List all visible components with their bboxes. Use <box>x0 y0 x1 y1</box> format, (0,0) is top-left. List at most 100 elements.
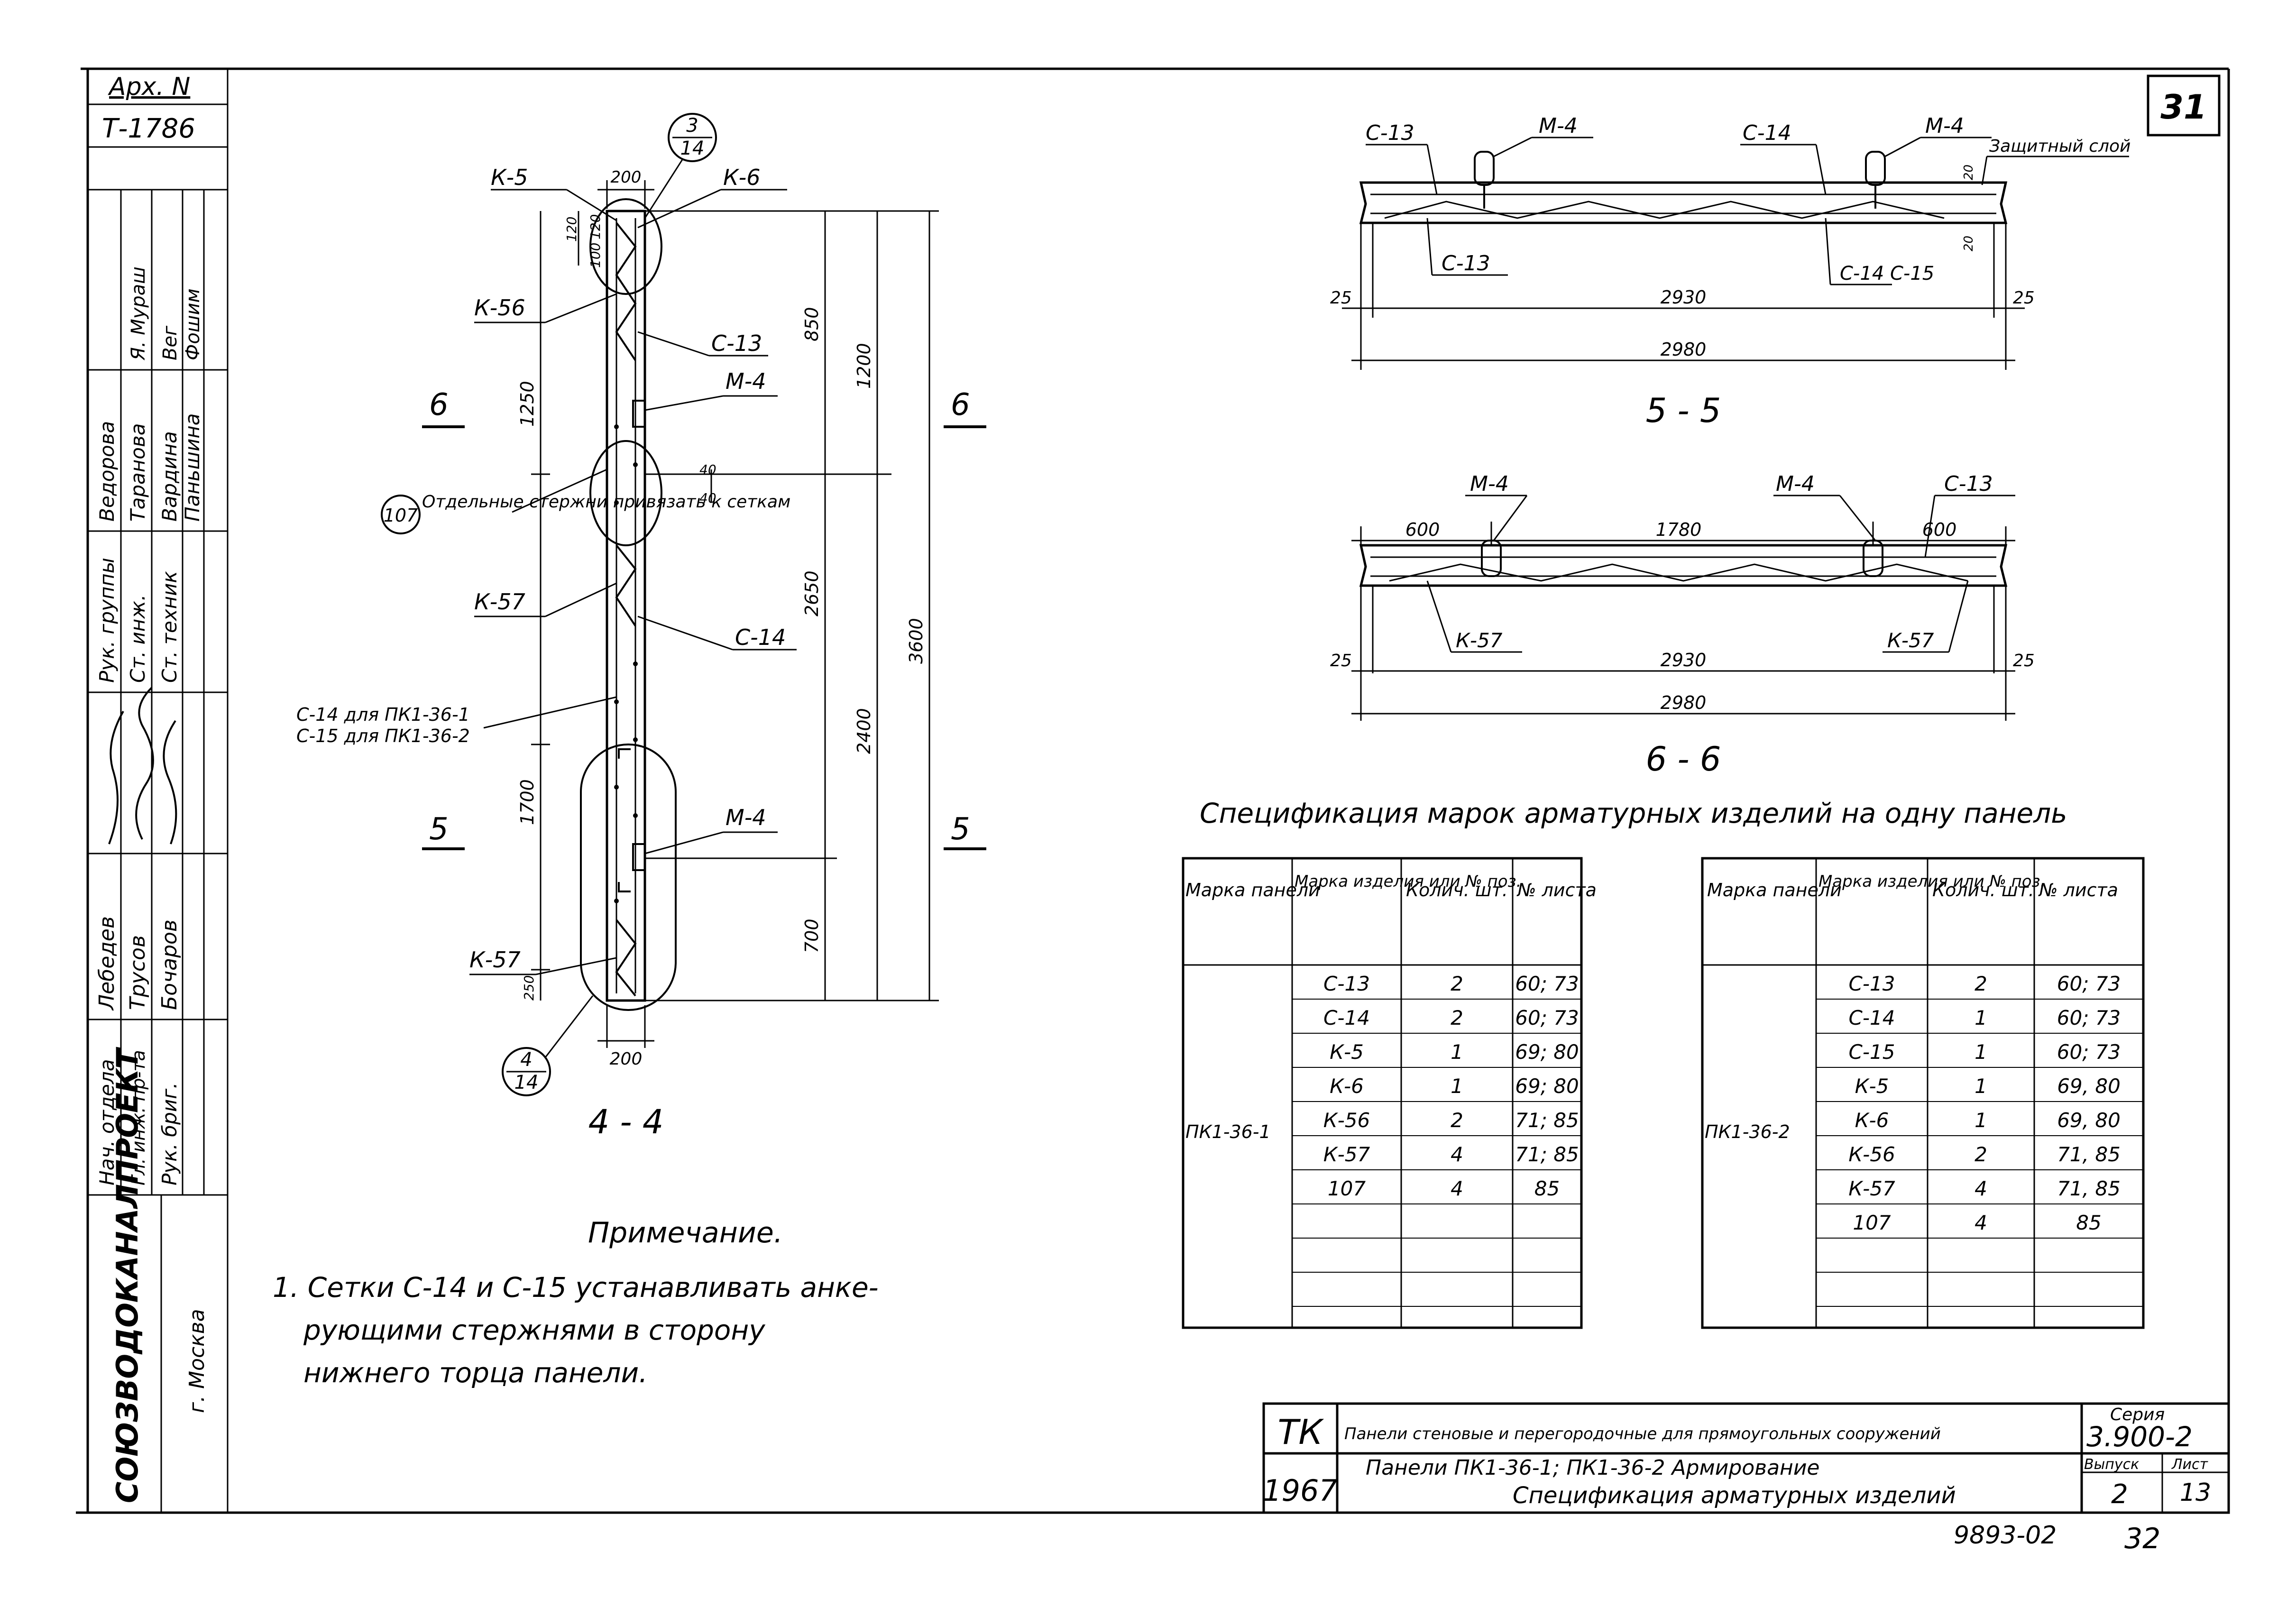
table-cell-sheet: 71; 85 <box>1515 1109 1579 1132</box>
table-cell-sheet: 69, 80 <box>2057 1074 2121 1098</box>
stamp-name: Лебедев <box>95 916 119 1011</box>
series-label: Серия <box>2110 1405 2165 1424</box>
cut-mark-6-left: 6 <box>429 387 449 422</box>
stamp-signature: Вег <box>159 325 181 360</box>
dim-250: 250 <box>521 975 537 1001</box>
dim-left: 25 <box>1330 651 1352 670</box>
table-cell-sheet: 71, 85 <box>2057 1143 2121 1166</box>
dim-cover2: 20 <box>1962 236 1976 251</box>
stamp-signature: Фошим <box>182 288 204 360</box>
stamp-name: Ведорова <box>95 421 119 522</box>
table-cell-qty: 1 <box>1451 1074 1463 1098</box>
section-5-5: С-13 М-4 С-14 М-4 Защитный слой С-13 С-1… <box>1330 114 2131 430</box>
cut-mark-6-right: 6 <box>951 387 970 422</box>
dim-3600: 3600 <box>906 618 927 664</box>
stamp-name: Бочаров <box>157 919 182 1010</box>
dim-inner: 2930 <box>1661 650 1707 670</box>
table-cell-sheet: 85 <box>1534 1177 1560 1200</box>
dim-2400: 2400 <box>854 708 874 754</box>
stamp-name: Паньшина <box>181 413 204 522</box>
table-cell-item: К-5 <box>1855 1074 1889 1098</box>
dim-inner: 2930 <box>1661 287 1707 308</box>
label-c13: С-13 <box>711 331 762 356</box>
organization: СОЮЗВОДОКАНАЛПРОЕКТ <box>110 1047 145 1503</box>
table-cell-item: С-13 <box>1849 972 1895 995</box>
stamp-role: Рук. группы <box>95 558 119 683</box>
left-stamp <box>88 103 228 1513</box>
label-c13: С-13 <box>1944 472 1993 496</box>
issue-value: 2 <box>2111 1479 2128 1510</box>
label-note-107: Отдельные стержни привязать к сеткам <box>422 492 790 512</box>
label-k57b: К-57 <box>1887 629 1934 652</box>
dim-cover1: 20 <box>1962 165 1976 180</box>
dim-total: 2980 <box>1661 692 1707 713</box>
table-cell-sheet: 71; 85 <box>1515 1143 1579 1166</box>
signature-scribble <box>108 687 177 845</box>
table-cell-qty: 1 <box>1975 1109 1987 1132</box>
callout-top-num: 3 <box>686 115 698 137</box>
header-panel: Марка панели <box>1185 880 1320 900</box>
archive-label: Арх. N <box>108 73 190 101</box>
dim-100: 100 <box>588 243 603 268</box>
table-cell-item: 107 <box>1328 1177 1366 1200</box>
stamp-name: Таранова <box>126 423 149 522</box>
label-k6: К-6 <box>723 165 761 190</box>
table-cell-qty: 1 <box>1975 1006 1987 1029</box>
label-m4: М-4 <box>726 368 766 394</box>
dim-2650: 2650 <box>801 570 822 616</box>
table-cell-item: К-6 <box>1330 1074 1364 1098</box>
header-item: Марка изделия или № поз. <box>1295 872 1521 891</box>
dim-120a: 120 <box>564 217 579 242</box>
spec-table-pk1-36-1: Марка панели Марка изделия или № поз. Ко… <box>1182 857 1597 1329</box>
panel-name: ПК1-36-2 <box>1705 1121 1790 1142</box>
table-cell-item: К-56 <box>1848 1143 1895 1166</box>
header-item: Марка изделия или № поз. <box>1818 872 2045 891</box>
table-cell-sheet: 85 <box>2076 1211 2101 1234</box>
sheet-value: 13 <box>2180 1478 2211 1507</box>
stamp-name: Трусов <box>126 935 150 1010</box>
table-cell-sheet: 69; 80 <box>1515 1040 1579 1064</box>
dim-120b: 120 <box>588 214 603 239</box>
table-cell-sheet: 60; 73 <box>2057 1006 2121 1029</box>
dim-600-left: 600 <box>1405 519 1440 540</box>
spec-table-pk1-36-2: Марка панели Марка изделия или № поз. Ко… <box>1701 857 2145 1329</box>
stamp-role: Нач. отдела <box>95 1059 119 1185</box>
dim-left: 25 <box>1330 288 1352 308</box>
section-6-6-title: 6 - 6 <box>1646 740 1721 779</box>
table-cell-qty: 2 <box>1451 972 1463 995</box>
section-4-4: 6 6 5 5 3 14 4 14 107 К-5 К-6 К-56 С-13 … <box>296 113 986 1141</box>
header-panel: Марка панели <box>1707 880 1842 900</box>
table-cell-qty: 1 <box>1975 1074 1987 1098</box>
panel-name: ПК1-36-1 <box>1185 1121 1271 1142</box>
dim-right: 25 <box>2013 651 2035 670</box>
stamp-role: Ст. техник <box>158 571 181 683</box>
dim-40a: 40 <box>699 462 716 478</box>
label-k56: К-56 <box>474 295 525 321</box>
sheet-number-box: 31 <box>2147 74 2221 137</box>
section-4-4-title: 4 - 4 <box>588 1102 664 1141</box>
table-cell-item: К-5 <box>1330 1040 1364 1064</box>
header-qty: Колич. шт. <box>1406 880 1508 900</box>
spec-title: Спецификация марок арматурных изделий на… <box>1200 797 2067 829</box>
label-k5: К-5 <box>491 165 528 190</box>
label-c15-pk2: С-15 для ПК1-36-2 <box>296 725 470 746</box>
table-cell-qty: 2 <box>1451 1006 1463 1029</box>
label-m4b: М-4 <box>1925 114 1964 138</box>
dim-850: 850 <box>801 307 822 341</box>
year: 1967 <box>1263 1473 1338 1508</box>
dim-total: 2980 <box>1661 339 1707 360</box>
label-k57: К-57 <box>474 589 525 615</box>
table-cell-sheet: 69, 80 <box>2057 1109 2121 1132</box>
city: г. Москва <box>185 1309 209 1413</box>
dim-1700: 1700 <box>517 779 538 825</box>
table-cell-qty: 2 <box>1975 972 1987 995</box>
issue-label: Выпуск <box>2084 1456 2139 1473</box>
stamp-name: Вардина <box>158 431 181 522</box>
table-cell-item: К-57 <box>1323 1143 1370 1166</box>
series-value: 3.900-2 <box>2086 1421 2193 1453</box>
note-line: рующими стержнями в сторону <box>303 1314 765 1346</box>
table-cell-qty: 4 <box>1975 1177 1987 1200</box>
table-cell-sheet: 60; 73 <box>2057 1040 2121 1064</box>
callout-top-den: 14 <box>680 138 705 159</box>
